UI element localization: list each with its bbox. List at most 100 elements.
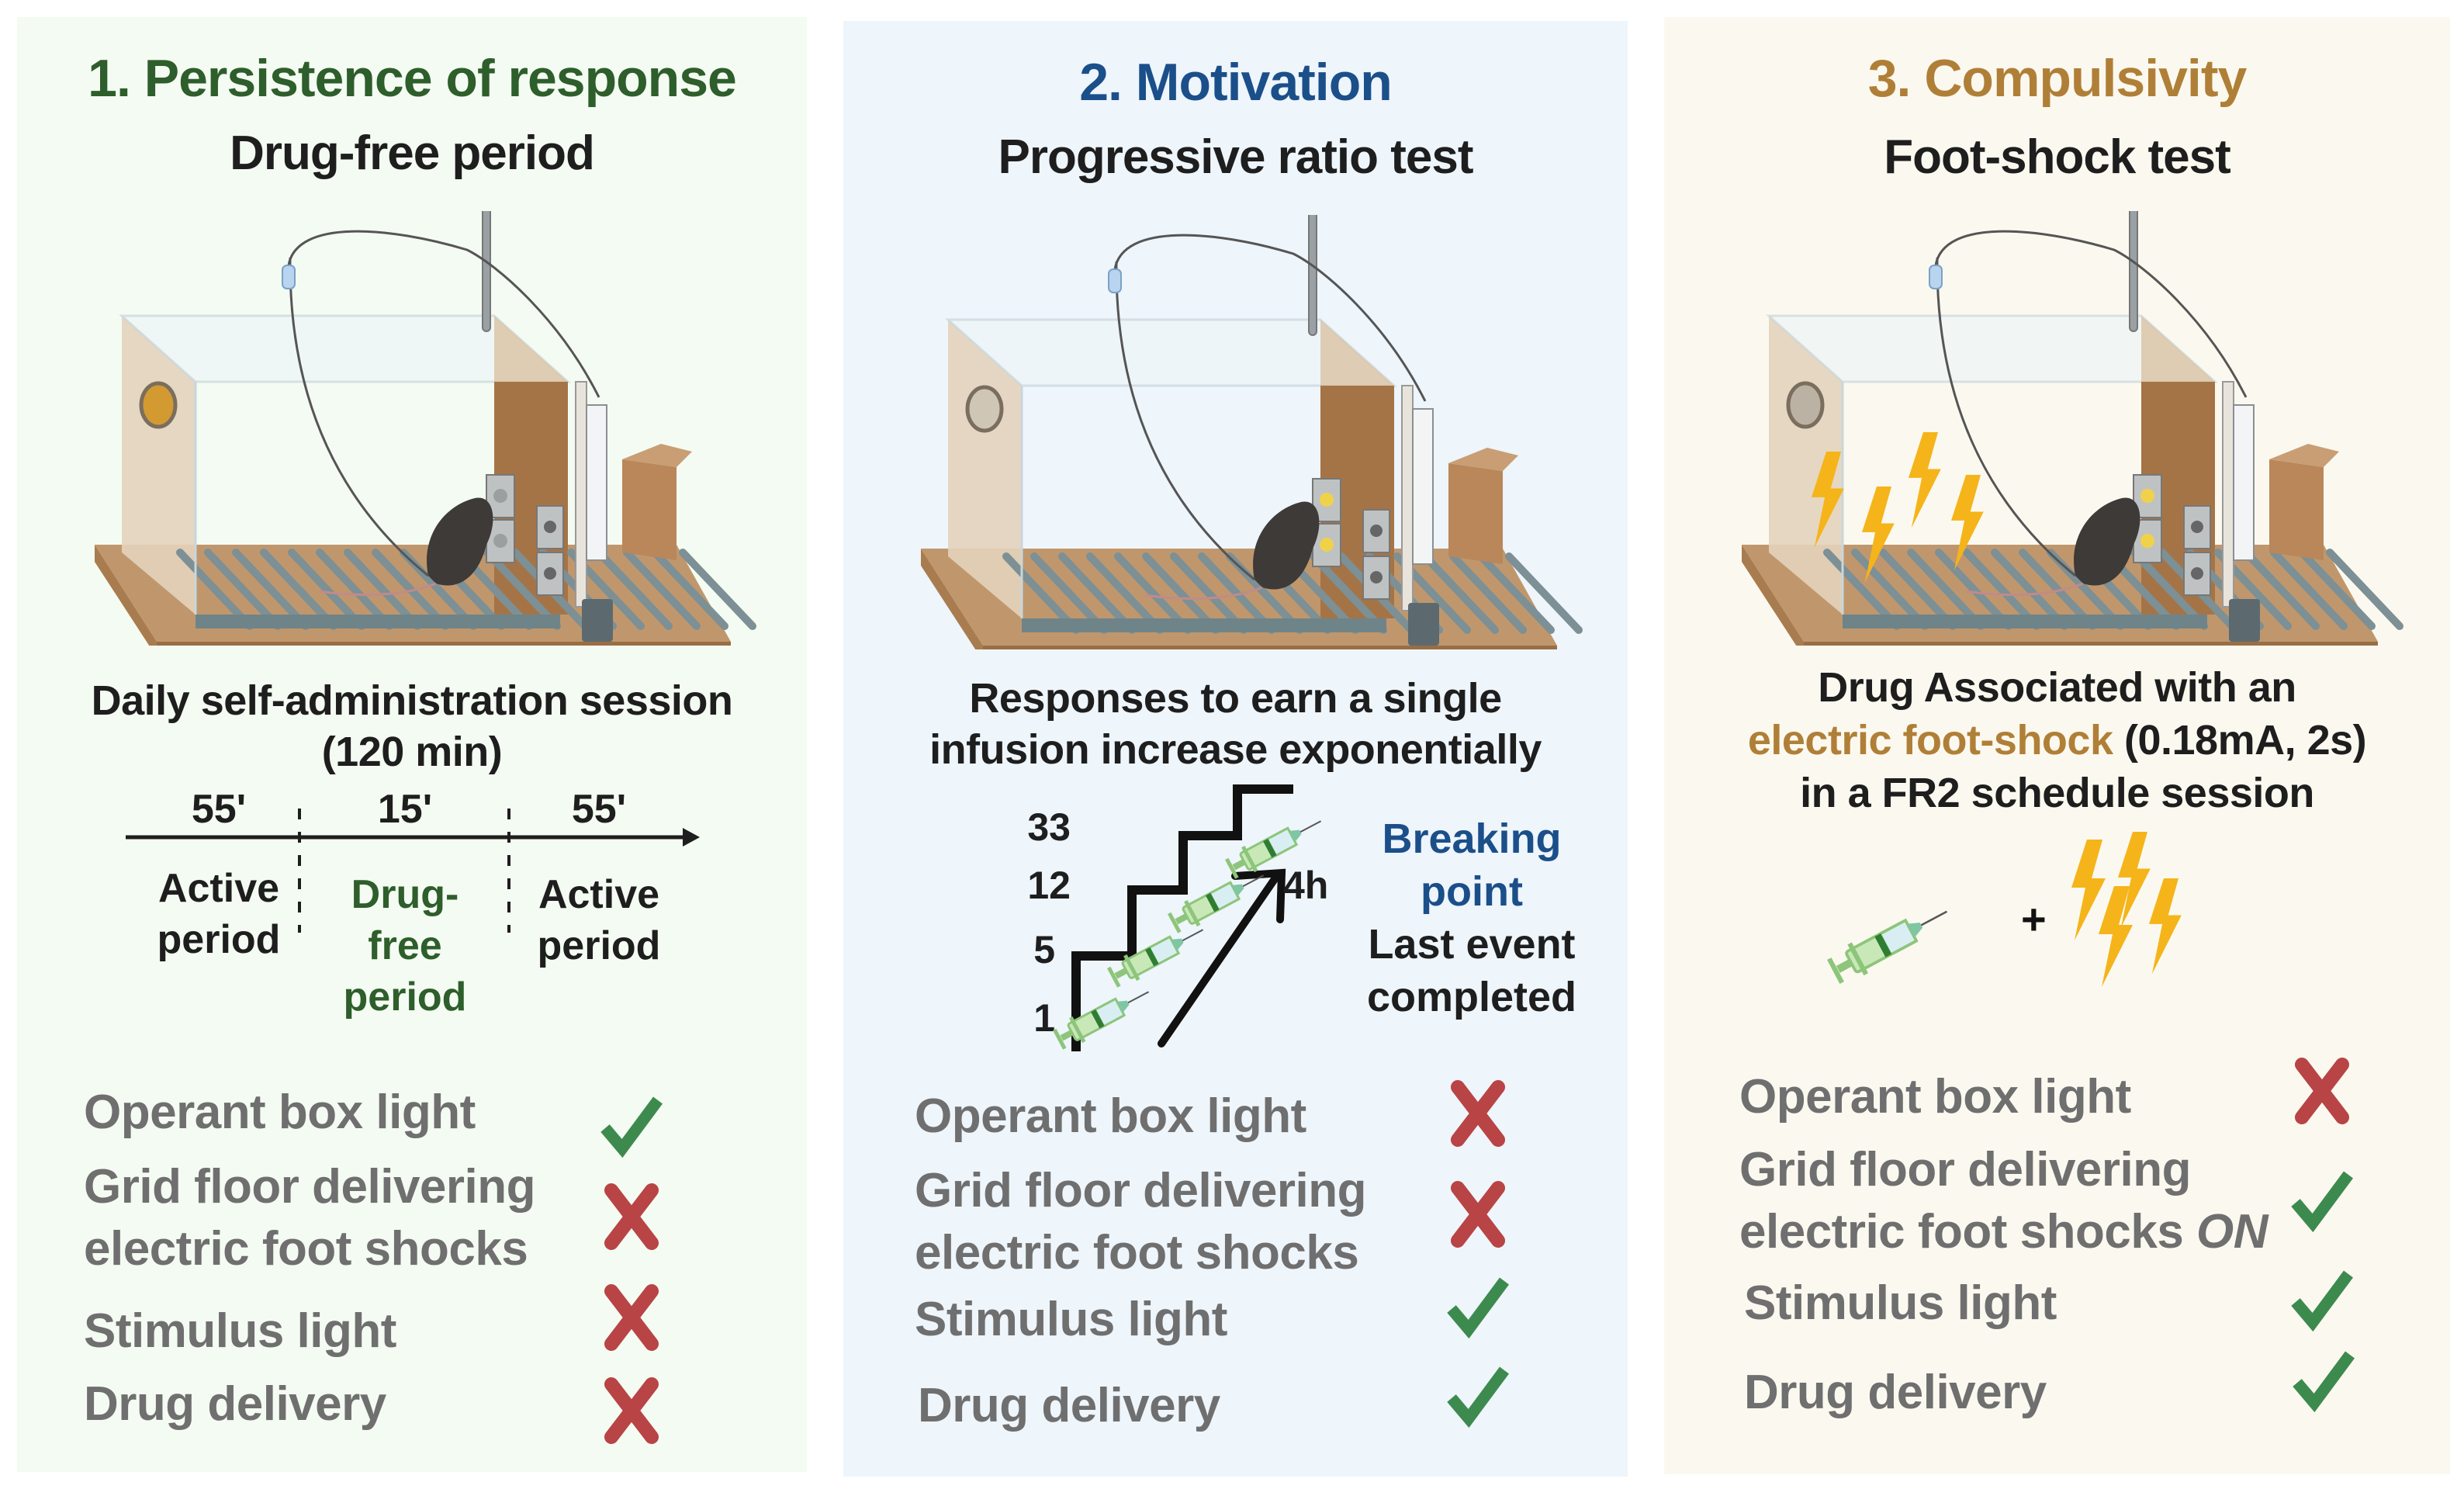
panel-motivation: 2. Motivation Progressive ratio test: [843, 21, 1628, 1477]
grid-bar: [1030, 552, 1108, 634]
check-icon: [2291, 1270, 2353, 1332]
checklist-item-operant-box-light: Operant box light: [915, 1089, 1306, 1143]
segment-label-line: period: [157, 917, 281, 962]
grid-bar: [2019, 549, 2096, 630]
syringe-icon: [1168, 874, 1265, 933]
grid-bar: [1477, 552, 1555, 634]
shock-parameters: (0.18mA, 2s): [2113, 717, 2367, 764]
grid-bar: [260, 549, 337, 630]
description-line: Responses to earn a single: [969, 675, 1502, 722]
grid-bar: [651, 549, 728, 630]
grid-bar: [623, 549, 701, 630]
panel-subtitle: Drug-free period: [230, 126, 595, 180]
grid-bar: [2298, 549, 2376, 630]
progression-arrow: [1158, 871, 1282, 1047]
checklist-line: electric foot shocks ON: [1739, 1201, 2268, 1263]
grid-bar: [232, 549, 310, 630]
progressive-ratio-description: Responses to earn a single infusion incr…: [843, 673, 1628, 775]
grid-bar: [1310, 552, 1387, 634]
timeline-segment-label-drug-free: Drug- free period: [320, 869, 490, 1023]
segment-label-line: Active: [157, 866, 280, 911]
foot-shock-description: Drug Associated with an electric foot-sh…: [1664, 661, 2450, 819]
checklist-line: electric foot shocks: [84, 1222, 528, 1276]
cross-icon: [604, 1183, 659, 1250]
checklist-line-text: electric foot shocks: [1739, 1205, 2184, 1259]
check-icon: [1447, 1366, 1509, 1428]
description-line: Daily self-administration session: [91, 677, 733, 724]
grid-bar: [204, 549, 282, 630]
grid-bar: [1086, 552, 1164, 634]
operant-box-illustration: [1742, 211, 2403, 646]
grid-bar: [1851, 549, 1929, 630]
panel-subtitle: Progressive ratio test: [998, 130, 1473, 184]
grid-bar: [316, 549, 393, 630]
grid-bar: [1879, 549, 1957, 630]
syringe-icon: [1107, 929, 1204, 988]
segment-label-line: Drug-: [351, 872, 459, 917]
grid-bar: [1198, 552, 1275, 634]
cross-icon: [604, 1377, 659, 1444]
check-icon: [2291, 1171, 2353, 1233]
checklist-item-grid-floor: Grid floor delivering electric foot shoc…: [84, 1156, 536, 1280]
description-line: infusion increase exponentially: [929, 726, 1542, 773]
cross-icon: [604, 1284, 659, 1351]
lightning-bolt-icon: [2149, 878, 2182, 975]
syringe-icon: [1827, 910, 1948, 984]
lightning-bolt-icon: [2118, 832, 2151, 928]
checklist-item-operant-box-light: Operant box light: [1739, 1070, 2131, 1124]
checklist-item-stimulus-light: Stimulus light: [84, 1304, 396, 1358]
checklist-item-stimulus-light: Stimulus light: [1744, 1276, 2057, 1330]
plus-sign: +: [2021, 895, 2047, 944]
segment-label-line: period: [343, 975, 467, 1020]
checklist-line: Grid floor delivering: [915, 1164, 1367, 1217]
grid-bar: [1505, 552, 1583, 634]
grid-bar: [176, 549, 254, 630]
bp-line: Last event: [1368, 921, 1576, 968]
grid-bar: [1142, 552, 1220, 634]
grid-bar: [1823, 549, 1901, 630]
checklist-line: Grid floor delivering: [84, 1160, 536, 1214]
lightning-bolt-icon: [1862, 487, 1895, 583]
grid-bar: [1963, 549, 2040, 630]
breaking-point-label: Breaking point: [1355, 812, 1588, 918]
grid-bar: [288, 549, 365, 630]
grid-bar: [1421, 552, 1499, 634]
grid-bar: [1114, 552, 1192, 634]
segment-label-line: period: [537, 923, 661, 968]
grid-bar: [483, 549, 561, 630]
cross-icon: [1451, 1181, 1505, 1248]
grid-bar: [1935, 549, 2012, 630]
checklist-line: electric foot shocks: [915, 1226, 1359, 1280]
staircase-step-label: 33: [1027, 805, 1071, 849]
checklist-line: Grid floor delivering: [1739, 1143, 2192, 1196]
timeline-duration: 55': [191, 787, 247, 832]
description-line: electric foot-shock (0.18mA, 2s): [1664, 714, 2450, 767]
panel-persistence-of-response: 1. Persistence of response Drug-free per…: [17, 17, 807, 1472]
syringe-icon: [1053, 991, 1150, 1050]
mouse: [2074, 497, 2140, 586]
on-indicator: ON: [2196, 1205, 2268, 1259]
lightning-bolt-icon: [2071, 840, 2106, 940]
checklist-item-grid-floor: Grid floor delivering electric foot shoc…: [915, 1160, 1367, 1284]
checklist-item-operant-box-light: Operant box light: [84, 1086, 476, 1139]
grid-bar: [1991, 549, 2068, 630]
grid-bar: [595, 549, 673, 630]
checklist-item-grid-floor: Grid floor delivering electric foot shoc…: [1739, 1139, 2268, 1263]
grid-bar: [1058, 552, 1136, 634]
lightning-bolt-icon: [1812, 452, 1844, 548]
progression-arrowhead: [1231, 868, 1286, 923]
lightning-bolt-icon: [1951, 475, 1984, 571]
description-line: (120 min): [321, 729, 503, 775]
cross-icon: [2295, 1058, 2349, 1124]
panel-title: 1. Persistence of response: [88, 49, 737, 108]
checklist-item-stimulus-light: Stimulus light: [915, 1293, 1227, 1346]
timeline-duration: 55': [571, 787, 627, 832]
bp-line: Breaking: [1382, 815, 1562, 862]
segment-label-line: free: [368, 923, 442, 968]
checklist-item-drug-delivery: Drug delivery: [918, 1379, 1220, 1432]
panel-title: 2. Motivation: [1079, 53, 1393, 112]
grid-bar: [2242, 549, 2320, 630]
mouse: [427, 497, 493, 586]
breaking-point-description: Last event completed: [1355, 918, 1588, 1023]
lightning-bolt-icon: [2099, 886, 2133, 987]
